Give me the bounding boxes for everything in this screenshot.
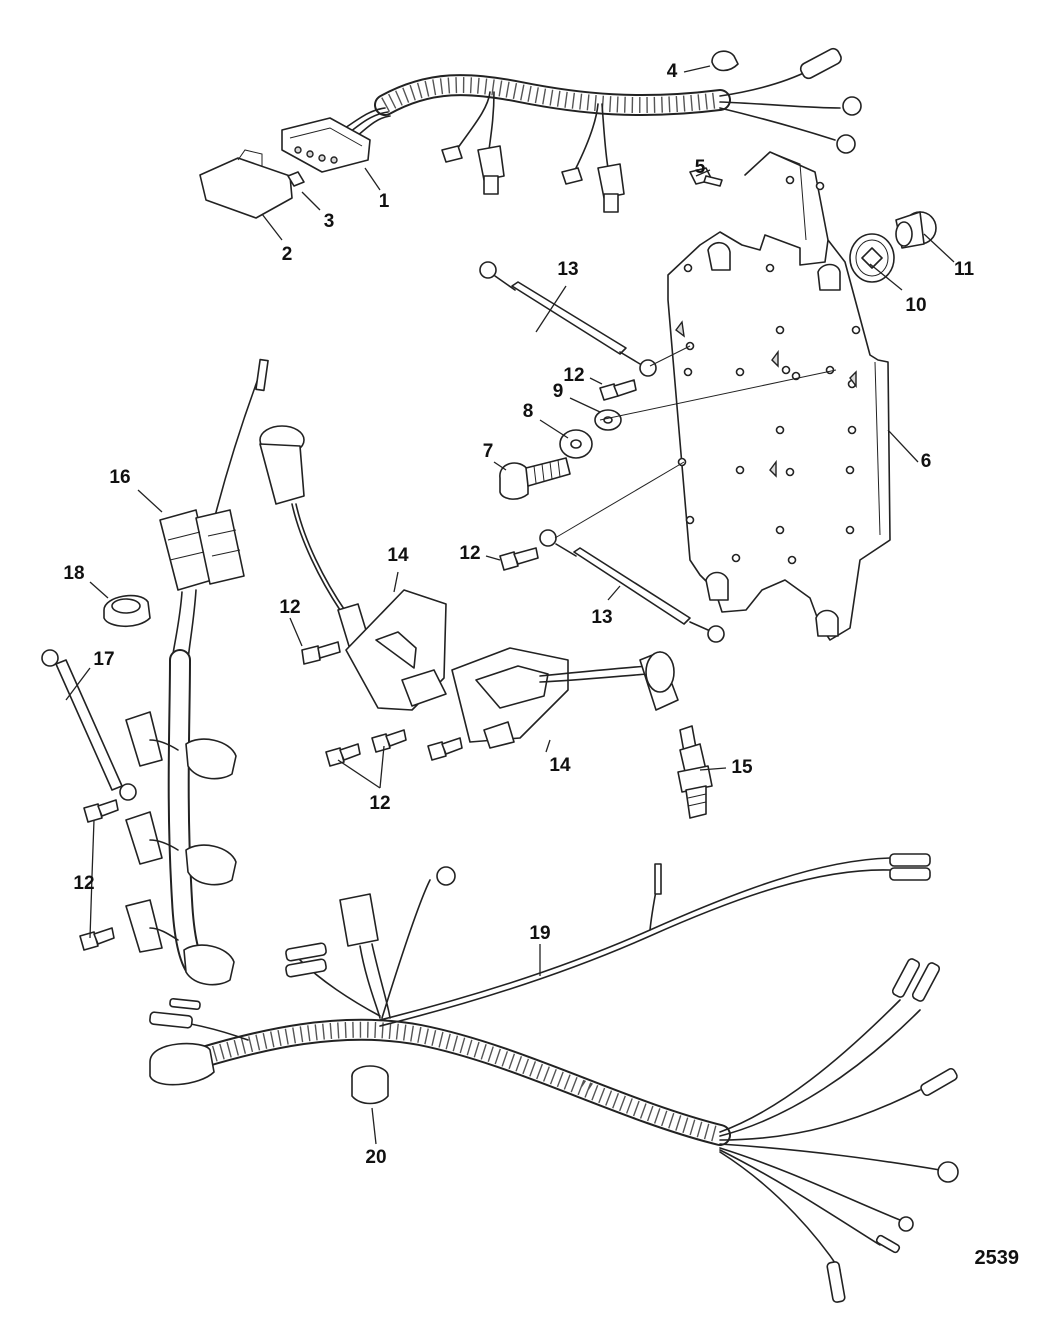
callout-12e: 12 (73, 873, 94, 894)
ground-strap-lower (539, 529, 725, 643)
screw-a (599, 379, 637, 401)
ground-strap-left (41, 649, 137, 801)
bolt (499, 457, 571, 500)
callout-19: 19 (529, 923, 550, 944)
upper-harness (281, 47, 862, 213)
callout-17: 17 (93, 649, 114, 670)
connector-cover (199, 149, 293, 219)
callout-18: 18 (63, 563, 84, 584)
bushing (895, 211, 937, 249)
callout-9: 9 (553, 381, 564, 402)
callout-3: 3 (324, 211, 335, 232)
spark-plug (677, 725, 713, 819)
screw-c (301, 641, 341, 665)
callout-6: 6 (921, 451, 932, 472)
callout-5: 5 (695, 157, 706, 178)
harness-cap (351, 1065, 389, 1105)
callout-12b: 12 (459, 543, 480, 564)
callout-12c: 12 (279, 597, 300, 618)
plate-holes (675, 175, 861, 565)
callout-8: 8 (523, 401, 534, 422)
callout-4: 4 (667, 61, 678, 82)
mounting-plate (667, 151, 891, 641)
callout-7: 7 (483, 441, 494, 462)
callout-14b: 14 (549, 755, 571, 776)
grommet (849, 233, 895, 283)
screw-b (499, 547, 539, 571)
leader-lines (65, 65, 955, 1145)
ignition-coil-right (451, 647, 679, 749)
callout-1: 1 (379, 191, 390, 212)
wire-clip (711, 50, 739, 72)
callout-14a: 14 (387, 545, 409, 566)
fuse-clip (287, 171, 305, 187)
callout-10: 10 (905, 295, 926, 316)
callout-13b: 13 (591, 607, 612, 628)
callout-20: 20 (365, 1147, 386, 1168)
callouts: 1 2 3 4 5 6 7 8 9 10 11 12 12 12 12 12 1… (63, 61, 974, 1168)
main-harness (149, 853, 959, 1303)
callout-11: 11 (954, 259, 975, 280)
washer-large (559, 429, 593, 459)
callout-16: 16 (109, 467, 130, 488)
ground-strap-upper (479, 261, 657, 377)
callout-15: 15 (731, 757, 753, 778)
washer-small (594, 409, 622, 431)
callout-2: 2 (282, 244, 293, 265)
harness-clamp (103, 594, 151, 628)
callout-13a: 13 (557, 259, 578, 280)
screw-d (325, 729, 463, 767)
figure-number: 2539 (974, 1247, 1020, 1269)
callout-12a: 12 (563, 365, 584, 386)
ignition-coil-left (259, 425, 447, 711)
screw-e (79, 799, 119, 951)
coil-harness (125, 358, 269, 986)
callout-12d: 12 (369, 793, 390, 814)
